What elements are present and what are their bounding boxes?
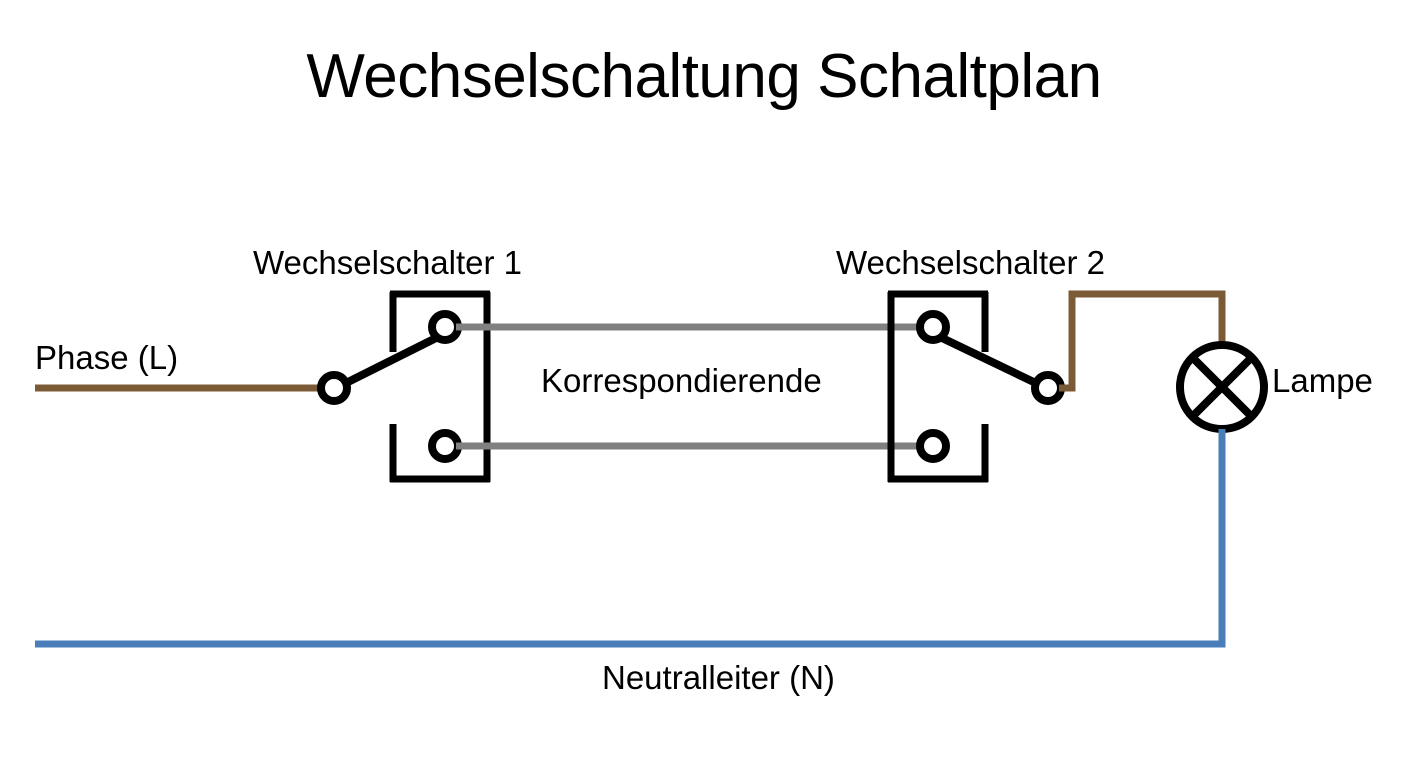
- lamp-symbol[interactable]: [1176, 341, 1268, 433]
- page-title: Wechselschaltung Schaltplan: [306, 42, 1102, 111]
- label-switch-1: Wechselschalter 1: [253, 244, 523, 281]
- switch-2-lower-terminal[interactable]: [916, 429, 950, 463]
- switch-2-upper-terminal[interactable]: [916, 310, 950, 344]
- wire-switch-to-lamp: [1059, 290, 1226, 392]
- label-neutral: Neutralleiter (N): [602, 659, 835, 696]
- switch-2-lever[interactable]: [936, 333, 1046, 390]
- label-corresponding: Korrespondierende: [541, 362, 822, 399]
- switch-1-common-terminal[interactable]: [317, 371, 351, 405]
- switch-1-upper-terminal[interactable]: [428, 310, 462, 344]
- switch-2-common-terminal[interactable]: [1031, 371, 1065, 405]
- switch-1-lower-terminal[interactable]: [428, 429, 462, 463]
- switch-1[interactable]: [317, 290, 491, 483]
- label-lamp: Lampe: [1272, 362, 1373, 399]
- label-phase: Phase (L): [35, 339, 179, 376]
- wire-neutral-line: [35, 429, 1226, 648]
- label-switch-2: Wechselschalter 2: [836, 244, 1106, 281]
- switch-1-lever[interactable]: [336, 333, 442, 390]
- switch-2[interactable]: [887, 290, 1065, 483]
